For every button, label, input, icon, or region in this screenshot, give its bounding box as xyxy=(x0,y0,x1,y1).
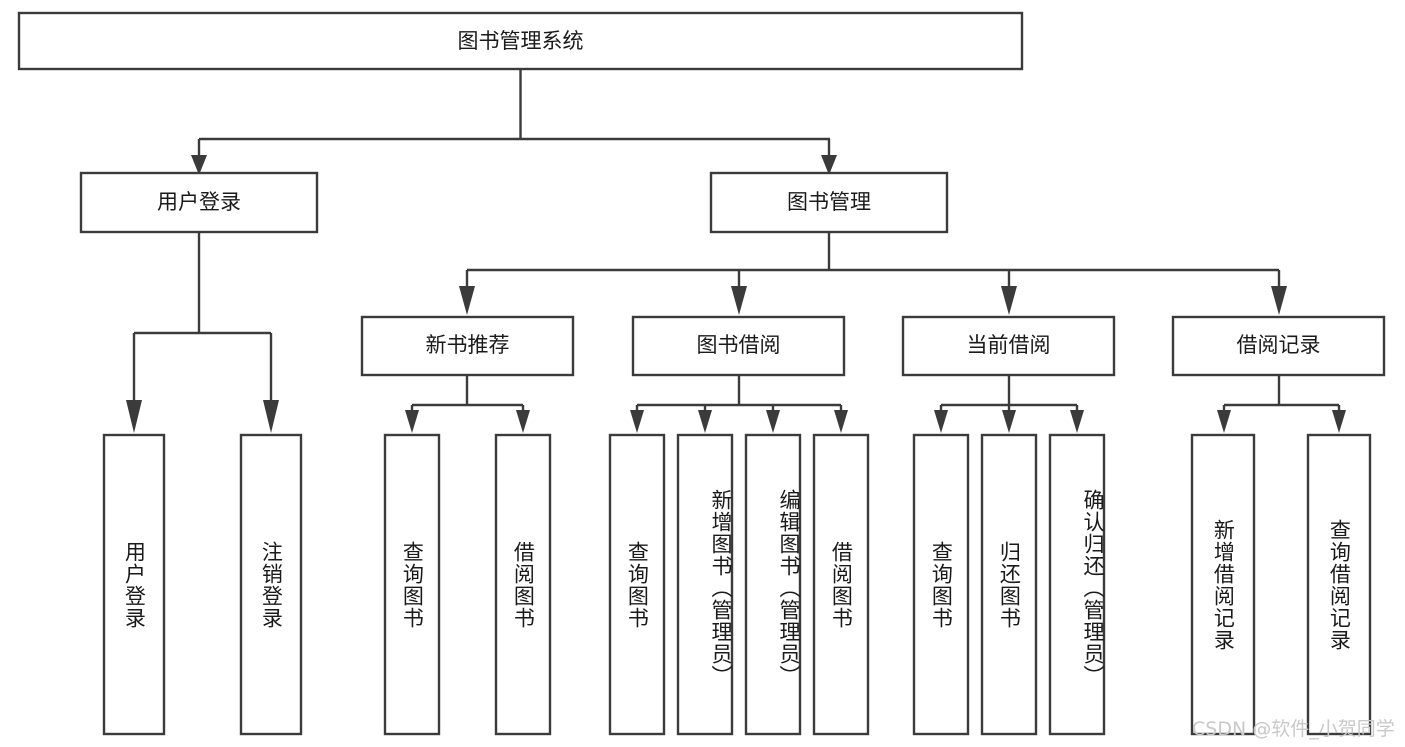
arrow-leaf-borrow-book-2 xyxy=(834,410,848,433)
arrow-leaf-query-book-3 xyxy=(934,410,948,433)
node-box-book-borrow[interactable] xyxy=(631,315,846,377)
connector-group-user-login-to-leaves xyxy=(126,232,279,433)
node-box-user-login[interactable] xyxy=(79,171,319,234)
arrow-leaf-return-book xyxy=(1002,410,1016,433)
node-label-borrow-record: 借阅记录 xyxy=(1237,333,1321,357)
arrow-book-management xyxy=(821,155,837,175)
node-label-leaf-user-logout: 注销登录 xyxy=(259,540,284,629)
node-box-leaf-query-book-3[interactable] xyxy=(912,433,970,736)
node-label-leaf-edit-book: 编辑图书（管理员） xyxy=(777,488,801,687)
arrow-leaf-user-logout xyxy=(263,400,279,433)
connector-group-root-to-level1 xyxy=(191,69,837,175)
node-label-leaf-add-book: 新增图书（管理员） xyxy=(709,488,733,687)
node-label-user-login: 用户登录 xyxy=(157,190,241,214)
node-box-leaf-query-book-1[interactable] xyxy=(383,433,441,736)
node-box-leaf-borrow-book-1[interactable] xyxy=(494,433,552,736)
node-box-leaf-confirm-return[interactable] xyxy=(1048,433,1106,736)
arrow-book-borrow xyxy=(731,286,747,315)
connector-group-book-management-to-level2 xyxy=(459,232,1287,315)
node-box-leaf-borrow-book-2[interactable] xyxy=(812,433,870,736)
arrow-leaf-query-record xyxy=(1332,410,1346,433)
arrow-leaf-edit-book xyxy=(766,410,780,433)
arrow-leaf-borrow-book-1 xyxy=(516,410,530,433)
node-box-leaf-add-record[interactable] xyxy=(1190,433,1256,736)
node-label-leaf-query-book-3: 查询图书 xyxy=(929,540,954,629)
node-label-new-book-recommend: 新书推荐 xyxy=(426,333,510,357)
node-box-leaf-edit-book[interactable] xyxy=(744,433,802,736)
node-box-book-management[interactable] xyxy=(709,171,949,234)
connector-group-book-borrow-to-leaves xyxy=(630,375,848,433)
node-box-leaf-user-logout[interactable] xyxy=(239,433,303,736)
node-label-leaf-query-record: 查询借阅记录 xyxy=(1327,518,1352,651)
node-box-new-book-recommend[interactable] xyxy=(360,315,575,377)
arrow-leaf-add-book xyxy=(698,410,712,433)
node-label-book-borrow: 图书借阅 xyxy=(697,333,781,357)
node-label-leaf-query-book-2: 查询图书 xyxy=(625,540,650,629)
connector-group-new-book-to-leaves xyxy=(405,375,530,433)
node-box-leaf-user-login[interactable] xyxy=(102,433,166,736)
connector-group-current-borrow-to-leaves xyxy=(934,375,1084,433)
node-box-current-borrow[interactable] xyxy=(901,315,1116,377)
node-label-root: 图书管理系统 xyxy=(458,29,584,53)
arrow-leaf-confirm-return xyxy=(1070,410,1084,433)
node-label-leaf-borrow-book-2: 借阅图书 xyxy=(829,540,854,629)
arrow-current-borrow xyxy=(1001,286,1017,315)
node-label-leaf-add-record: 新增借阅记录 xyxy=(1211,518,1236,651)
node-box-leaf-query-record[interactable] xyxy=(1306,433,1372,736)
node-label-book-management: 图书管理 xyxy=(787,190,871,214)
node-label-leaf-confirm-return: 确认归还（管理员） xyxy=(1081,488,1105,687)
node-label-leaf-user-login: 用户登录 xyxy=(122,540,147,629)
watermark-text: CSDN @软件_小贺同学 xyxy=(1192,718,1395,740)
arrow-new-book-recommend xyxy=(459,286,475,315)
node-box-leaf-add-book[interactable] xyxy=(676,433,734,736)
arrow-leaf-add-record xyxy=(1217,410,1231,433)
arrow-borrow-record xyxy=(1271,286,1287,315)
node-label-current-borrow: 当前借阅 xyxy=(967,333,1051,357)
arrow-leaf-query-book-2 xyxy=(630,410,644,433)
node-label-leaf-borrow-book-1: 借阅图书 xyxy=(511,540,536,629)
arrow-leaf-query-book-1 xyxy=(405,410,419,433)
node-box-leaf-query-book-2[interactable] xyxy=(608,433,666,736)
arrow-user-login xyxy=(191,155,207,175)
node-box-borrow-record[interactable] xyxy=(1171,315,1386,377)
node-label-leaf-return-book: 归还图书 xyxy=(997,540,1022,629)
arrow-leaf-user-login xyxy=(126,400,142,433)
node-box-root[interactable] xyxy=(17,11,1024,71)
connector-group-borrow-record-to-leaves xyxy=(1217,375,1346,433)
node-label-leaf-query-book-1: 查询图书 xyxy=(400,540,425,629)
node-box-leaf-return-book[interactable] xyxy=(980,433,1038,736)
